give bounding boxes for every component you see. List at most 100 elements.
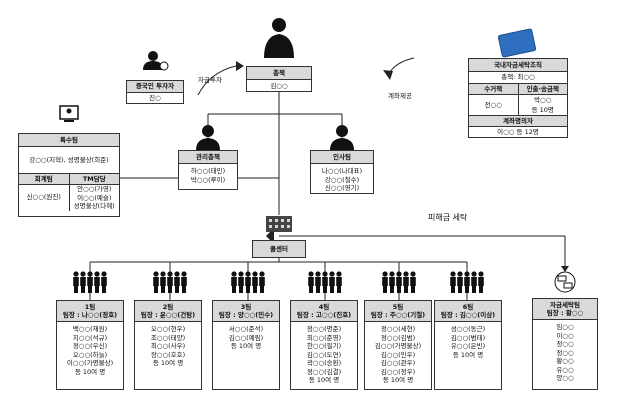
- laundering-member: 유○○: [556, 365, 574, 374]
- team-member: 유○○(은빈): [450, 342, 486, 350]
- team-name: 5팀: [392, 303, 404, 311]
- people-group-icon: [308, 271, 342, 293]
- team-member: 등 10여 명: [308, 376, 340, 384]
- team-member: 등 10여 명: [152, 359, 184, 367]
- callcenter-box: 콜센터: [252, 240, 306, 258]
- team-name: 6팀: [462, 303, 474, 311]
- launder-label: 피해금 세탁: [428, 213, 468, 222]
- team-member: 지○○(석규): [72, 333, 108, 342]
- boss-name: 김○○: [270, 82, 288, 90]
- team-member: 오○○(현우): [150, 325, 186, 333]
- monitor-icon: [59, 105, 79, 122]
- mgmt-icon: [196, 125, 220, 150]
- account-label: 계좌제공: [388, 92, 412, 100]
- team-name: 1팀: [84, 303, 96, 311]
- laundering-team-name: 자금세탁팀: [550, 301, 580, 309]
- investor-title: 중국인 투자자: [127, 81, 183, 93]
- team-member: 김○○(도연): [306, 350, 342, 359]
- investor-box: 중국인 투자자 진○: [126, 80, 184, 104]
- team-leader: 팀장 : 고○○(진호): [296, 311, 352, 319]
- team-member: 장○○(호호): [150, 350, 186, 359]
- team-leader: 팀장 : 김○○(이상): [440, 311, 496, 319]
- team-member: 최○○(준영): [306, 333, 342, 342]
- hr-member-1: 나○○(나대표): [321, 167, 363, 175]
- laundering-member: 정○○: [556, 348, 574, 357]
- notebook-icon: [497, 28, 537, 58]
- laundering-member: 황○○: [556, 357, 574, 365]
- team-member: 김○○(관우): [380, 359, 416, 367]
- team-member: 김○○(가명불상): [374, 342, 422, 350]
- special-members: 강○○(지혁), 성명불상(희준): [19, 147, 119, 174]
- people-group-icon: [382, 271, 416, 293]
- team-member: 조○○(태양): [150, 333, 186, 342]
- team-name: 2팀: [162, 303, 174, 311]
- team-member: 등 10여 명: [74, 367, 106, 376]
- mgmt-member-2: 박○○(루이): [190, 175, 226, 184]
- invest-label: 자금투자: [198, 76, 222, 84]
- withdraw-value-2: 등 10명: [531, 106, 554, 114]
- callcenter-title: 콜센터: [253, 241, 305, 257]
- hr-icon: [330, 125, 354, 150]
- hr-box: 인사팀 나○○(나대표) 강○○(철수) 신○○(영기): [310, 150, 374, 194]
- hr-title: 인사팀: [311, 151, 373, 164]
- team-member: 곽○○(승환): [306, 359, 342, 367]
- team-member: 정○○(김범): [380, 333, 416, 342]
- tm-title: TM담당: [69, 174, 119, 185]
- laundering-team-leader: 팀장 : 황○○: [546, 309, 584, 317]
- team-member: 정○○(우신): [72, 342, 108, 350]
- team-member: 정○○(김결): [306, 367, 342, 376]
- accounting-title: 회계팀: [19, 174, 69, 185]
- team-leader: 팀장 : 나○○(정호): [62, 311, 118, 319]
- domestic-leader: 총책: 최○○: [469, 72, 567, 84]
- tm-value-3: 성명불상(다혜): [73, 202, 115, 210]
- mgmt-box: 관리총책 하○○(태민) 박○○(루이): [178, 150, 238, 190]
- collector-value: 전○○: [484, 101, 502, 109]
- mgmt-member-1: 하○○(태민): [190, 167, 226, 175]
- people-group-icon: [450, 271, 484, 293]
- people-group-icon: [231, 271, 265, 293]
- team-member: 등 10여 명: [382, 376, 414, 384]
- team-member: 백○○(재원): [72, 325, 108, 333]
- boss-title: 총책: [247, 67, 311, 80]
- building-icon: [266, 216, 292, 232]
- team-member: 등 10여 명: [452, 350, 484, 359]
- accounting-value: 신○○(원진): [26, 193, 61, 201]
- team-member: 한○○(필기): [306, 342, 342, 350]
- withdraw-value-1: 박○○: [534, 96, 552, 104]
- team-member: 김○○(예림): [228, 333, 264, 342]
- investor-name: 진○: [149, 94, 161, 102]
- laundering-member: 이○○: [556, 331, 574, 340]
- laundering-member: 임○○: [556, 323, 574, 331]
- withdraw-title: 인출·송금책: [518, 84, 567, 95]
- domestic-title: 국내자금세탁조직: [469, 59, 567, 72]
- team-leader: 팀장 : 윤○○(건탐): [140, 311, 196, 319]
- team-name: 4팀: [318, 303, 330, 311]
- team-member: 서○○(준석): [228, 325, 264, 333]
- special-title: 특수팀: [19, 134, 119, 147]
- team-leader: 팀장 : 양○○(민수): [218, 311, 274, 319]
- team-member: 이○○(가명불상): [66, 359, 114, 367]
- mgmt-title: 관리총책: [179, 151, 237, 164]
- team-member: 김○○(정우): [380, 367, 416, 376]
- holder-value: 이○○ 등 12명: [497, 128, 539, 136]
- team-member: 정○○(세현): [380, 325, 416, 333]
- team-member: 정○○(명준): [306, 325, 342, 333]
- tm-value-1: 안○○(가영): [77, 185, 112, 193]
- team-member: 김○○(범태): [450, 333, 486, 342]
- special-team-box: 특수팀 강○○(지혁), 성명불상(희준) 회계팀 신○○(원진) TM담당 안…: [18, 133, 120, 217]
- laundering-member: 양○○: [556, 374, 574, 382]
- money-exchange-icon: [554, 271, 576, 293]
